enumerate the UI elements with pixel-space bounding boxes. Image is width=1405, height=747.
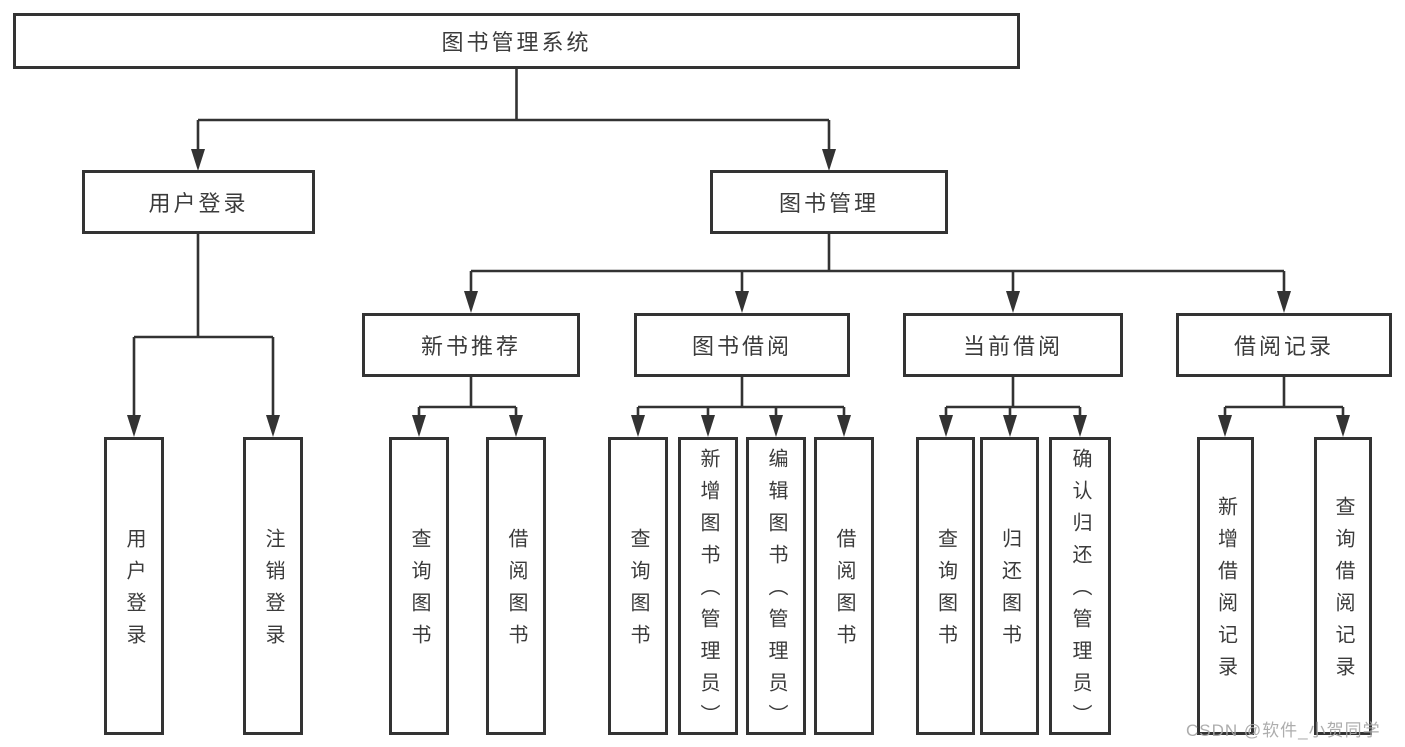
node-label: 查询图书 — [408, 528, 430, 656]
arrow-down-icon — [1003, 415, 1017, 437]
arrow-down-icon — [1006, 291, 1020, 313]
arrow-down-icon — [822, 149, 836, 171]
csdn-watermark: CSDN @软件_小贺同学 — [1186, 721, 1381, 740]
node-book-management: 图书管理 — [710, 170, 948, 234]
node-leaf-query-book-2: 查询图书 — [608, 437, 668, 735]
node-user-login: 用户登录 — [82, 170, 315, 234]
node-label: 查询借阅记录 — [1332, 496, 1354, 688]
arrow-down-icon — [1336, 415, 1350, 437]
node-leaf-user-login: 用户登录 — [104, 437, 164, 735]
node-leaf-query-borrow-record: 查询借阅记录 — [1314, 437, 1372, 735]
arrow-down-icon — [509, 415, 523, 437]
arrow-down-icon — [701, 415, 715, 437]
node-leaf-borrow-book-2: 借阅图书 — [814, 437, 874, 735]
connector-borrowrecord-to-leaves — [1223, 377, 1345, 419]
node-label: 图书管理系统 — [441, 30, 592, 55]
arrow-down-icon — [631, 415, 645, 437]
arrow-down-icon — [1218, 415, 1232, 437]
connector-bookborrow-to-leaves — [636, 377, 846, 419]
connector-userlogin-to-leaves — [132, 233, 275, 419]
node-leaf-confirm-return-admin: 确认归还（管理员） — [1049, 437, 1111, 736]
arrow-down-icon — [266, 415, 280, 437]
node-label: 用户登录 — [123, 528, 145, 656]
node-label: 借阅图书 — [505, 528, 527, 656]
arrow-down-icon — [127, 415, 141, 437]
node-leaf-logout: 注销登录 — [243, 437, 303, 735]
arrow-down-icon — [191, 149, 205, 171]
node-label: 用户登录 — [148, 191, 249, 216]
node-label: 新增图书（管理员） — [697, 448, 719, 736]
node-leaf-add-book-admin: 新增图书（管理员） — [678, 437, 738, 736]
node-leaf-return-book: 归还图书 — [980, 437, 1039, 735]
node-label: 注销登录 — [262, 528, 284, 656]
connector-root-to-level2 — [196, 68, 831, 153]
node-new-book-recommend: 新书推荐 — [362, 313, 580, 377]
node-label: 编辑图书（管理员） — [765, 448, 787, 736]
arrowheads — [127, 149, 1350, 437]
arrow-down-icon — [1277, 291, 1291, 313]
node-leaf-add-borrow-record: 新增借阅记录 — [1197, 437, 1254, 735]
node-label: 新书推荐 — [420, 334, 521, 359]
connector-newbookrec-to-leaves — [417, 377, 518, 419]
node-label: 查询图书 — [627, 528, 649, 656]
arrow-down-icon — [735, 291, 749, 313]
node-current-borrow: 当前借阅 — [903, 313, 1123, 377]
node-borrow-record: 借阅记录 — [1176, 313, 1392, 377]
arrow-down-icon — [412, 415, 426, 437]
node-leaf-borrow-book-1: 借阅图书 — [486, 437, 546, 735]
node-library-management-system: 图书管理系统 — [13, 13, 1020, 69]
arrow-down-icon — [464, 291, 478, 313]
arrow-down-icon — [1073, 415, 1087, 437]
node-label: 图书借阅 — [691, 334, 792, 359]
node-label: 新增借阅记录 — [1214, 496, 1237, 688]
node-label: 当前借阅 — [962, 334, 1063, 359]
node-leaf-query-book-3: 查询图书 — [916, 437, 975, 735]
arrow-down-icon — [837, 415, 851, 437]
node-leaf-edit-book-admin: 编辑图书（管理员） — [746, 437, 806, 736]
node-label: 归还图书 — [998, 528, 1021, 656]
connector-bookmgmt-to-level3 — [469, 233, 1286, 295]
node-label: 查询图书 — [934, 528, 957, 656]
node-label: 借阅记录 — [1233, 334, 1334, 359]
node-label: 图书管理 — [778, 191, 879, 216]
node-label: 借阅图书 — [833, 528, 855, 656]
connector-currentborrow-to-leaves — [944, 377, 1082, 419]
arrow-down-icon — [769, 415, 783, 437]
arrow-down-icon — [939, 415, 953, 437]
node-leaf-query-book-1: 查询图书 — [389, 437, 449, 735]
node-book-borrow: 图书借阅 — [634, 313, 850, 377]
node-label: 确认归还（管理员） — [1069, 448, 1091, 736]
